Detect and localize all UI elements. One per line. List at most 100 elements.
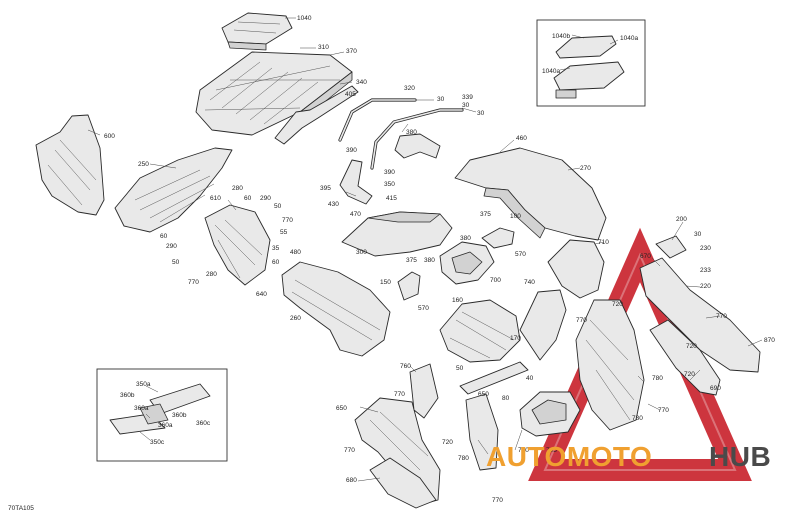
console-160 (439, 299, 521, 363)
callout-570a: 570 (515, 251, 526, 258)
callout-150: 150 (380, 279, 391, 286)
callout-720a: 720 (612, 301, 623, 308)
callout-705: 705 (546, 447, 557, 454)
callout-680: 680 (346, 477, 357, 484)
callout-60a: 60 (244, 195, 252, 202)
callout-660: 650 (336, 405, 347, 412)
callout-570b: 570 (418, 305, 429, 312)
callout-770g: 770 (344, 447, 355, 454)
bracket-350 (339, 159, 373, 205)
callout-170: 170 (510, 335, 521, 342)
callout-280: 280 (232, 185, 243, 192)
callout-340: 340 (356, 79, 367, 86)
callout-380c: 380 (424, 257, 435, 264)
dashboard-700 (439, 241, 495, 285)
callout-740: 740 (524, 279, 535, 286)
callout-375a: 375 (480, 211, 491, 218)
front-panel-250 (114, 147, 233, 233)
diagram-code: 70TA105 (8, 505, 34, 512)
callout-610: 610 (210, 195, 221, 202)
callout-30d: 30 (694, 231, 702, 238)
callout-233: 233 (700, 267, 711, 274)
callout-700: 700 (490, 277, 501, 284)
callout-50b: 50 (172, 259, 180, 266)
callout-1040: 1040 (297, 15, 312, 22)
callout-35: 35 (272, 245, 280, 252)
inset-box-1040 (536, 19, 646, 107)
callout-600: 600 (104, 133, 115, 140)
callout-720d: 720 (442, 439, 453, 446)
callout-300: 300 (356, 249, 367, 256)
brand-text-hub: HUB (709, 441, 771, 472)
side-panel-600 (35, 114, 105, 216)
callout-50c: 50 (456, 365, 464, 372)
callout-1040b: 1040b (552, 33, 570, 40)
rail-40 (459, 361, 529, 395)
bracket-380 (394, 133, 441, 159)
panel-300 (341, 211, 453, 257)
callout-1040a-2: 1040a (542, 68, 560, 75)
callout-460: 460 (516, 135, 527, 142)
callout-100: 100 (510, 213, 521, 220)
callout-380b: 380 (460, 235, 471, 242)
callout-770a: 770 (282, 217, 293, 224)
bottom-panel-680 (369, 457, 437, 509)
callout-770d: 770 (716, 313, 727, 320)
storage-box-1040 (221, 12, 293, 51)
callout-50a: 50 (274, 203, 282, 210)
callout-270: 270 (580, 165, 591, 172)
callout-360a-2: 360a (158, 422, 173, 429)
callout-870: 870 (764, 337, 775, 344)
callout-670: 670 (640, 253, 651, 260)
bracket-200 (655, 235, 687, 259)
callout-30b: 30 (462, 102, 470, 109)
callout-770h: 770 (492, 497, 503, 504)
instrument-cluster-750 (519, 391, 581, 437)
callout-290a: 290 (260, 195, 271, 202)
callout-770f: 770 (658, 407, 669, 414)
rear-rack (195, 51, 353, 136)
callout-375b: 375 (406, 257, 417, 264)
right-panel-870 (639, 257, 761, 373)
panel-710 (547, 239, 605, 299)
callout-395: 395 (320, 185, 331, 192)
callout-1040a-1: 1040a (620, 35, 638, 42)
callout-780: 780 (652, 375, 663, 382)
callout-280b: 280 (206, 271, 217, 278)
callout-320: 320 (404, 85, 415, 92)
brand-text-automoto: AUTOMOTO (486, 441, 652, 472)
callout-415: 415 (386, 195, 397, 202)
callout-780b: 780 (458, 455, 469, 462)
callout-60b: 60 (160, 233, 168, 240)
callout-760: 760 (400, 363, 411, 370)
bracket-760 (409, 363, 439, 419)
callout-770b: 770 (188, 279, 199, 286)
right-lower-panel-690 (649, 319, 721, 396)
panel-150 (397, 271, 421, 301)
callout-30c: 30 (477, 110, 485, 117)
callout-690: 690 (710, 385, 721, 392)
callout-380a: 380 (406, 129, 417, 136)
callout-405: 405 (345, 91, 356, 98)
side-console-730 (575, 299, 645, 431)
rail-339 (370, 108, 464, 170)
rail-320 (338, 98, 417, 142)
watermark-brand: AUTOMOTO HUB (486, 441, 771, 472)
callout-360a: 360a (134, 405, 149, 412)
callout-40: 40 (526, 375, 534, 382)
inset-box-350 (96, 368, 228, 462)
callout-360c: 360c (196, 420, 211, 427)
callout-720b: 720 (686, 343, 697, 350)
callout-640: 640 (256, 291, 267, 298)
callout-labels: 1040 310 370 340 405 320 30 339 30 30 60… (104, 15, 775, 504)
callout-30a: 30 (437, 96, 445, 103)
callout-350: 350 (384, 181, 395, 188)
callout-360b: 360b (120, 392, 135, 399)
callout-250: 250 (138, 161, 149, 168)
callout-220: 220 (700, 283, 711, 290)
callout-390b: 390 (384, 169, 395, 176)
panel-740 (519, 289, 567, 361)
bracket-100 (481, 227, 515, 249)
